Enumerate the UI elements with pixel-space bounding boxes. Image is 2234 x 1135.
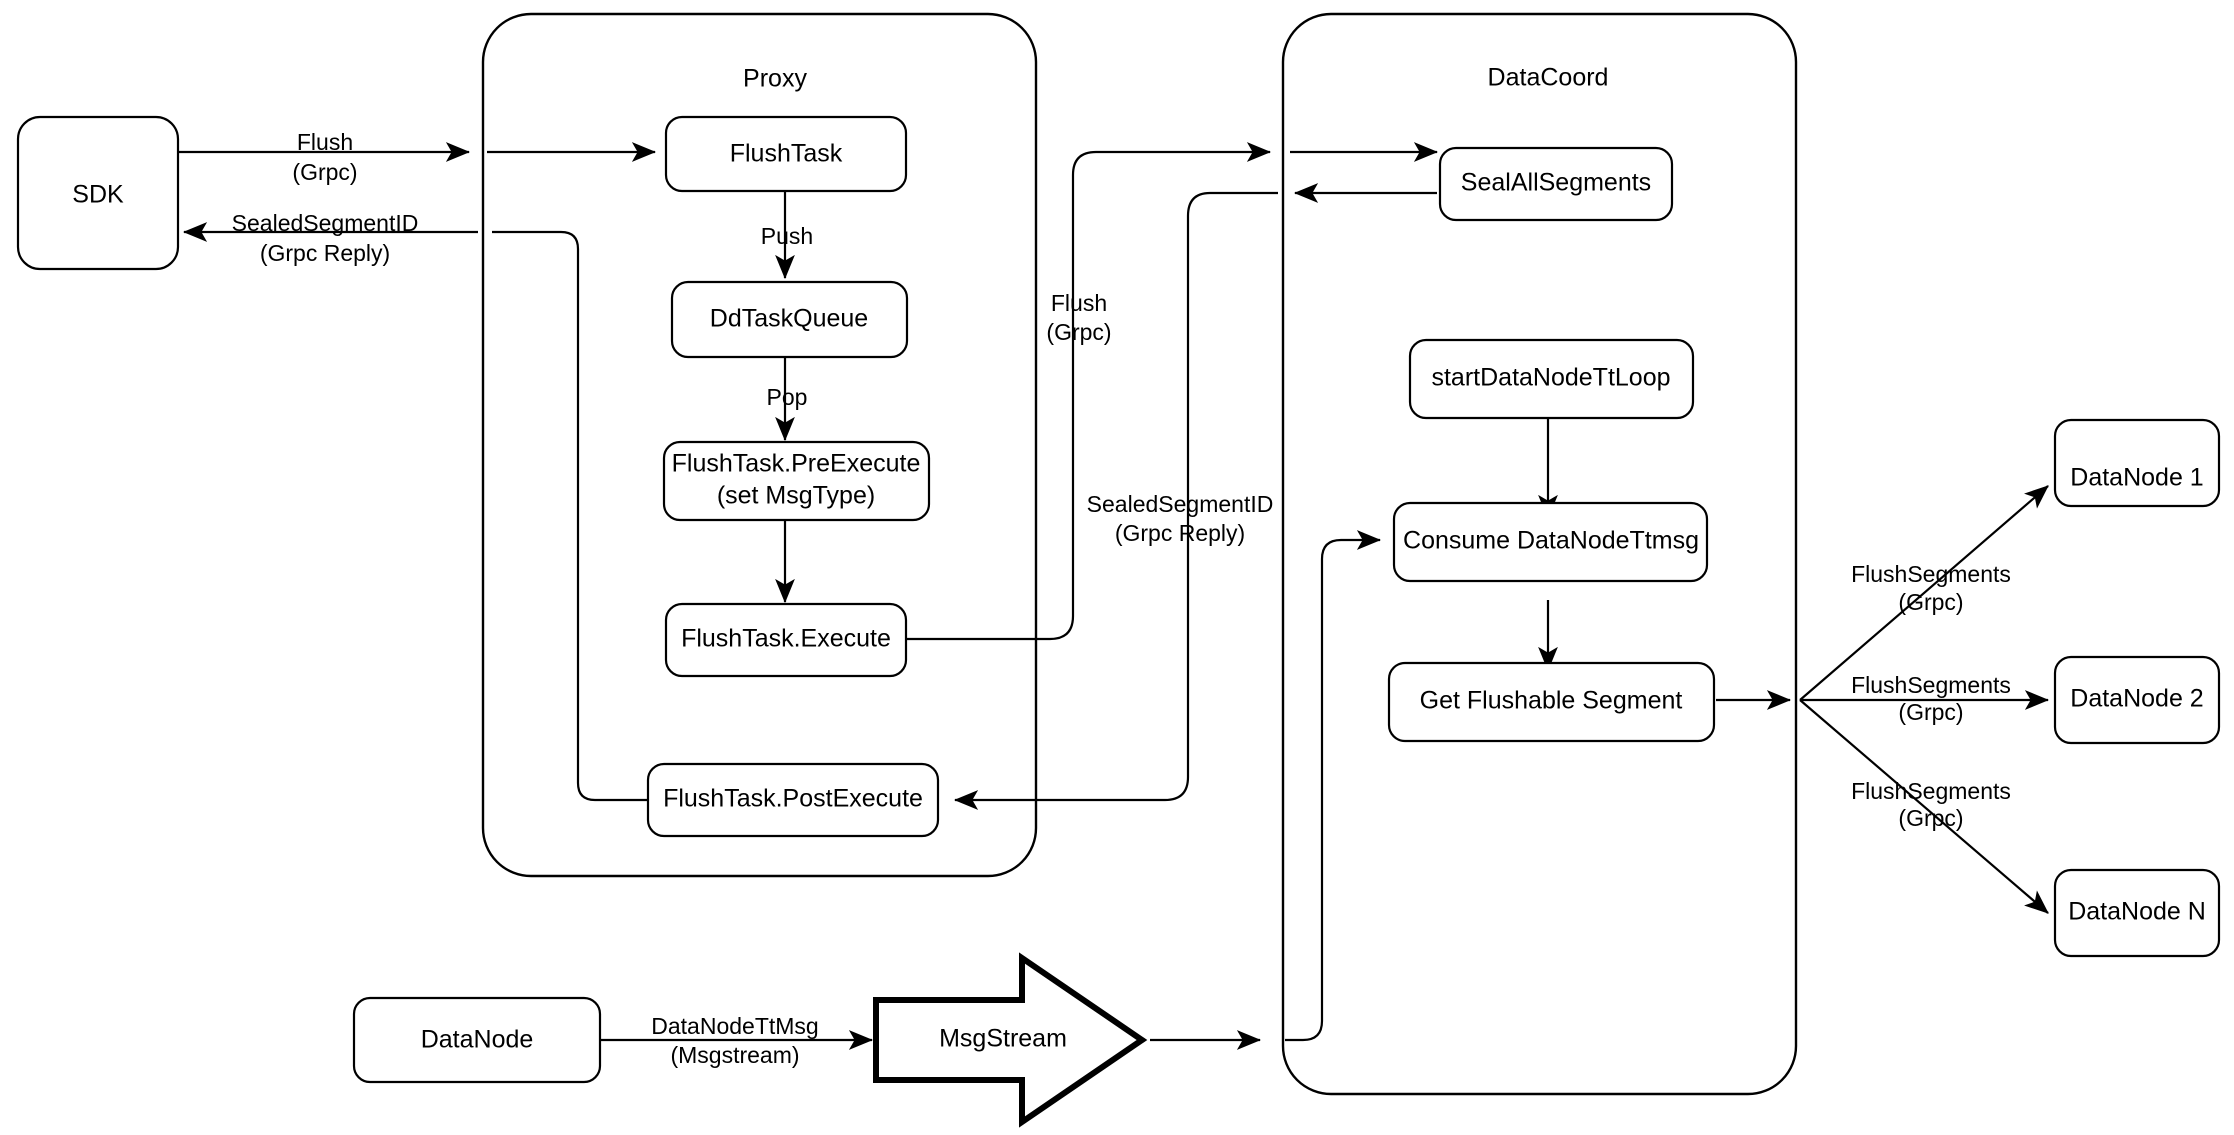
- edge-datacoord-to-postexecute-reply: [953, 191, 1278, 810]
- msgstream-block-arrow[interactable]: [873, 952, 1148, 1128]
- getflushable-label: Get Flushable Segment: [1420, 687, 1683, 715]
- coord-flush-label-line2: (Grpc): [1046, 319, 1111, 345]
- edge-hub-to-datanode1: [1799, 485, 2049, 701]
- push-label: Push: [761, 223, 813, 249]
- preexecute-label-line1: FlushTask.PreExecute: [672, 450, 921, 478]
- getflushable-box[interactable]: [1387, 661, 1716, 743]
- flushsegments2-label-line2: (Grpc): [1898, 699, 1963, 725]
- postexecute-label: FlushTask.PostExecute: [663, 785, 923, 813]
- sealallsegments-box[interactable]: [1438, 146, 1674, 222]
- sealedsegmentid-reply-label-line1: SealedSegmentID: [232, 210, 419, 236]
- datanodettmsg-label-line1: DataNodeTtMsg: [651, 1013, 818, 1039]
- node-consume-datanode-ttmsg[interactable]: Consume DataNodeTtmsg: [1392, 501, 1709, 583]
- node-datanode-2[interactable]: DataNode 2: [2053, 655, 2221, 745]
- datacoord-group-label: DataCoord: [1488, 64, 1609, 92]
- datanoden-box[interactable]: [2053, 868, 2221, 958]
- sealedsegmentid-reply-label-line2: (Grpc Reply): [260, 240, 390, 266]
- node-sdk[interactable]: SDK: [16, 115, 180, 271]
- datanode1-label: DataNode 1: [2070, 464, 2203, 492]
- label-sdk-to-proxy: Flush (Grpc): [292, 129, 357, 185]
- msgstream-label: MsgStream: [939, 1025, 1067, 1053]
- node-flush-task-postexecute[interactable]: FlushTask.PostExecute: [646, 762, 940, 838]
- edge-postexecute-to-reply-rail: [492, 230, 647, 802]
- startttloop-box[interactable]: [1408, 338, 1695, 420]
- preexecute-label-line2: (set MsgType): [717, 482, 875, 510]
- flush-grpc-label-line1: Flush: [297, 129, 353, 155]
- edge-execute-to-datacoord-flush: [905, 142, 1272, 641]
- datanodettmsg-label-line2: (Msgstream): [670, 1042, 799, 1068]
- label-datanode-tt-msg: DataNodeTtMsg (Msgstream): [651, 1013, 818, 1068]
- sealallsegments-label: SealAllSegments: [1461, 169, 1651, 197]
- flush-grpc-label-line2: (Grpc): [292, 159, 357, 185]
- label-coord-to-proxy-reply: SealedSegmentID (Grpc Reply): [1087, 491, 1274, 546]
- label-flush-segments-2: FlushSegments (Grpc): [1851, 672, 2011, 725]
- proxy-group-label: Proxy: [743, 65, 807, 93]
- coord-flush-label-line1: Flush: [1051, 290, 1107, 316]
- pop-label: Pop: [767, 384, 808, 410]
- label-proxy-to-sdk: SealedSegmentID (Grpc Reply): [232, 210, 419, 266]
- node-msgstream[interactable]: MsgStream: [873, 952, 1148, 1128]
- flushsegments2-label-line1: FlushSegments: [1851, 672, 2011, 698]
- flushsegmentsn-label-line1: FlushSegments: [1851, 778, 2011, 804]
- sdk-box[interactable]: [16, 115, 180, 271]
- sdk-label: SDK: [72, 181, 124, 209]
- node-seal-all-segments[interactable]: SealAllSegments: [1438, 146, 1674, 222]
- label-flush-segments-n: FlushSegments (Grpc): [1851, 778, 2011, 831]
- node-start-datanode-tt-loop[interactable]: startDataNodeTtLoop: [1408, 338, 1695, 420]
- flushsegmentsn-label-line2: (Grpc): [1898, 805, 1963, 831]
- postexecute-box[interactable]: [646, 762, 940, 838]
- node-flush-task[interactable]: FlushTask: [664, 115, 908, 193]
- node-datanode-n[interactable]: DataNode N: [2053, 868, 2221, 958]
- label-flush-segments-1: FlushSegments (Grpc): [1851, 561, 2011, 615]
- edge-datacoord-boundary-to-consume: [1285, 530, 1382, 1042]
- flushtask-box[interactable]: [664, 115, 908, 193]
- execute-box[interactable]: [664, 602, 908, 678]
- proxy-container-outline: [481, 12, 1038, 878]
- ddtaskqueue-label: DdTaskQueue: [710, 305, 868, 333]
- flushtask-label: FlushTask: [730, 140, 843, 168]
- datanode2-label: DataNode 2: [2070, 685, 2203, 713]
- datanode2-box[interactable]: [2053, 655, 2221, 745]
- datacoord-container-outline: [1281, 12, 1798, 1096]
- node-get-flushable-segment[interactable]: Get Flushable Segment: [1387, 661, 1716, 743]
- consume-box[interactable]: [1392, 501, 1709, 583]
- group-datacoord: DataCoord: [1281, 12, 1798, 1096]
- coord-reply-label-line1: SealedSegmentID: [1087, 491, 1274, 517]
- label-proxy-to-coord-flush: Flush (Grpc): [1046, 290, 1111, 345]
- execute-label: FlushTask.Execute: [681, 625, 891, 653]
- node-flush-task-execute[interactable]: FlushTask.Execute: [664, 602, 908, 678]
- datanode1-box[interactable]: [2053, 418, 2221, 508]
- edge-hub-to-datanoden: [1799, 699, 2049, 914]
- datanode-source-box[interactable]: [352, 996, 602, 1084]
- startttloop-label: startDataNodeTtLoop: [1431, 364, 1670, 392]
- ddtaskqueue-box[interactable]: [670, 280, 909, 359]
- datanode-source-label: DataNode: [421, 1026, 534, 1054]
- datanoden-label: DataNode N: [2068, 898, 2206, 926]
- coord-reply-label-line2: (Grpc Reply): [1115, 520, 1245, 546]
- node-flush-task-preexecute[interactable]: FlushTask.PreExecute (set MsgType): [662, 440, 931, 522]
- group-proxy: Proxy: [481, 12, 1038, 878]
- node-datanode-source[interactable]: DataNode: [352, 996, 602, 1084]
- node-datanode-1[interactable]: DataNode 1: [2053, 418, 2221, 508]
- consume-label: Consume DataNodeTtmsg: [1403, 527, 1699, 555]
- node-dd-task-queue[interactable]: DdTaskQueue: [670, 280, 909, 359]
- preexecute-box[interactable]: [662, 440, 931, 522]
- flushsegments1-label-line2: (Grpc): [1898, 589, 1963, 615]
- flushsegments1-label-line1: FlushSegments: [1851, 561, 2011, 587]
